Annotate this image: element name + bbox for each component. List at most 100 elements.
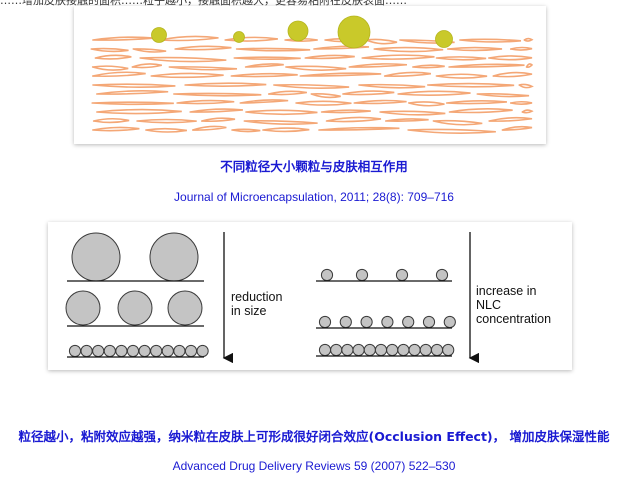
occlusion-figure: reduction in size increase in NLC concen… — [48, 222, 572, 370]
skin-fiber — [174, 45, 232, 51]
small-particle — [397, 343, 410, 357]
small-particle — [363, 343, 376, 357]
skin-fiber — [459, 38, 522, 43]
skin-fiber — [139, 56, 227, 63]
small-particle — [68, 344, 82, 358]
skin-fiber — [131, 63, 162, 69]
skin-particle-figure — [74, 6, 546, 144]
small-particle — [422, 315, 436, 329]
skin-fiber — [159, 35, 219, 42]
skin-fiber — [299, 72, 382, 77]
skin-fiber — [235, 47, 311, 52]
small-particle — [402, 315, 415, 329]
skin-fiber — [136, 118, 197, 124]
skin-fiber — [408, 101, 445, 107]
occlusion-source: Advanced Drug Delivery Reviews 59 (2007)… — [172, 459, 456, 473]
small-particle — [80, 344, 93, 358]
medium-particle — [167, 290, 203, 326]
small-particle — [443, 315, 456, 329]
skin-fiber — [96, 108, 182, 115]
skin-fiber — [267, 90, 307, 96]
skin-fiber — [523, 37, 534, 42]
skin-fiber — [243, 120, 318, 125]
small-particle — [115, 344, 128, 358]
skin-fiber — [397, 90, 471, 97]
skin-fiber — [318, 126, 400, 131]
skin-fiber — [262, 127, 310, 133]
skin-fiber — [91, 71, 146, 78]
skin-fiber — [145, 127, 187, 133]
skin-fiber — [200, 117, 236, 123]
large-particle — [337, 15, 371, 49]
occlusion-diagram — [65, 232, 480, 364]
large-particle — [71, 232, 121, 282]
skin-fiber — [295, 100, 352, 106]
small-particle — [408, 343, 421, 357]
small-particle — [386, 343, 399, 357]
skin-fiber — [92, 83, 176, 88]
skin-fiber — [191, 125, 227, 131]
small-particle — [151, 27, 167, 43]
skin-fiber — [509, 46, 533, 51]
skin-fiber — [432, 119, 483, 126]
increase-concentration-label: increase in NLC concentration — [476, 284, 552, 326]
skin-fiber — [492, 71, 533, 78]
small-particle — [103, 344, 116, 358]
small-particle — [355, 268, 369, 282]
skin-fiber — [92, 126, 140, 132]
small-particle — [395, 268, 409, 282]
reduction-in-size-label: reduction in size — [231, 290, 283, 318]
small-particle — [442, 343, 455, 357]
skin-fiber — [383, 71, 432, 77]
skin-fiber — [91, 65, 129, 71]
skin-fiber — [509, 100, 533, 105]
skin-fiber — [448, 63, 525, 68]
skin-fiber — [518, 83, 534, 89]
skin-fiber — [92, 117, 130, 124]
small-particle — [318, 315, 332, 329]
skin-fiber — [445, 99, 507, 105]
figure1-caption: 不同粒径大小颗粒与皮肤相互作用 — [220, 159, 408, 174]
skin-fiber — [132, 48, 167, 53]
small-particle — [184, 344, 198, 358]
skin-fiber — [435, 56, 487, 61]
small-particle — [360, 315, 373, 329]
skin-fiber — [384, 118, 429, 123]
medium-particle — [65, 290, 101, 326]
skin-fiber — [231, 128, 261, 133]
skin-fiber — [224, 36, 278, 42]
skin-fiber — [525, 63, 534, 68]
medium-particle — [287, 20, 309, 42]
small-particle — [92, 344, 105, 358]
skin-fiber — [488, 116, 533, 122]
skin-fiber — [91, 101, 174, 106]
skin-fiber — [342, 90, 395, 96]
skin-fiber — [244, 63, 284, 68]
small-particle — [196, 344, 209, 358]
skin-fiber — [379, 110, 446, 116]
small-particle — [419, 343, 432, 357]
skin-fiber — [96, 89, 169, 95]
skin-fiber — [239, 99, 289, 104]
medium-particle — [117, 290, 153, 326]
skin-fiber — [245, 109, 318, 116]
skin-fiber — [325, 116, 382, 123]
skin-fiber — [313, 45, 370, 50]
skin-fiber — [285, 65, 347, 71]
skin-fiber — [320, 109, 371, 114]
skin-fiber — [435, 73, 488, 79]
small-particle — [352, 343, 365, 357]
skin-fiber — [365, 38, 398, 45]
tiny-particle — [233, 31, 245, 43]
skin-fiber — [94, 54, 132, 60]
skin-fiber — [90, 47, 129, 53]
skin-fiber — [407, 128, 496, 134]
small-particle — [138, 344, 151, 358]
skin-fiber — [230, 72, 298, 78]
skin-fiber — [476, 93, 530, 98]
small-particle — [435, 268, 449, 282]
skin-fiber — [176, 99, 235, 105]
small-particle — [320, 268, 334, 282]
skin-fiber — [92, 36, 155, 41]
skin-fiber — [310, 93, 341, 99]
